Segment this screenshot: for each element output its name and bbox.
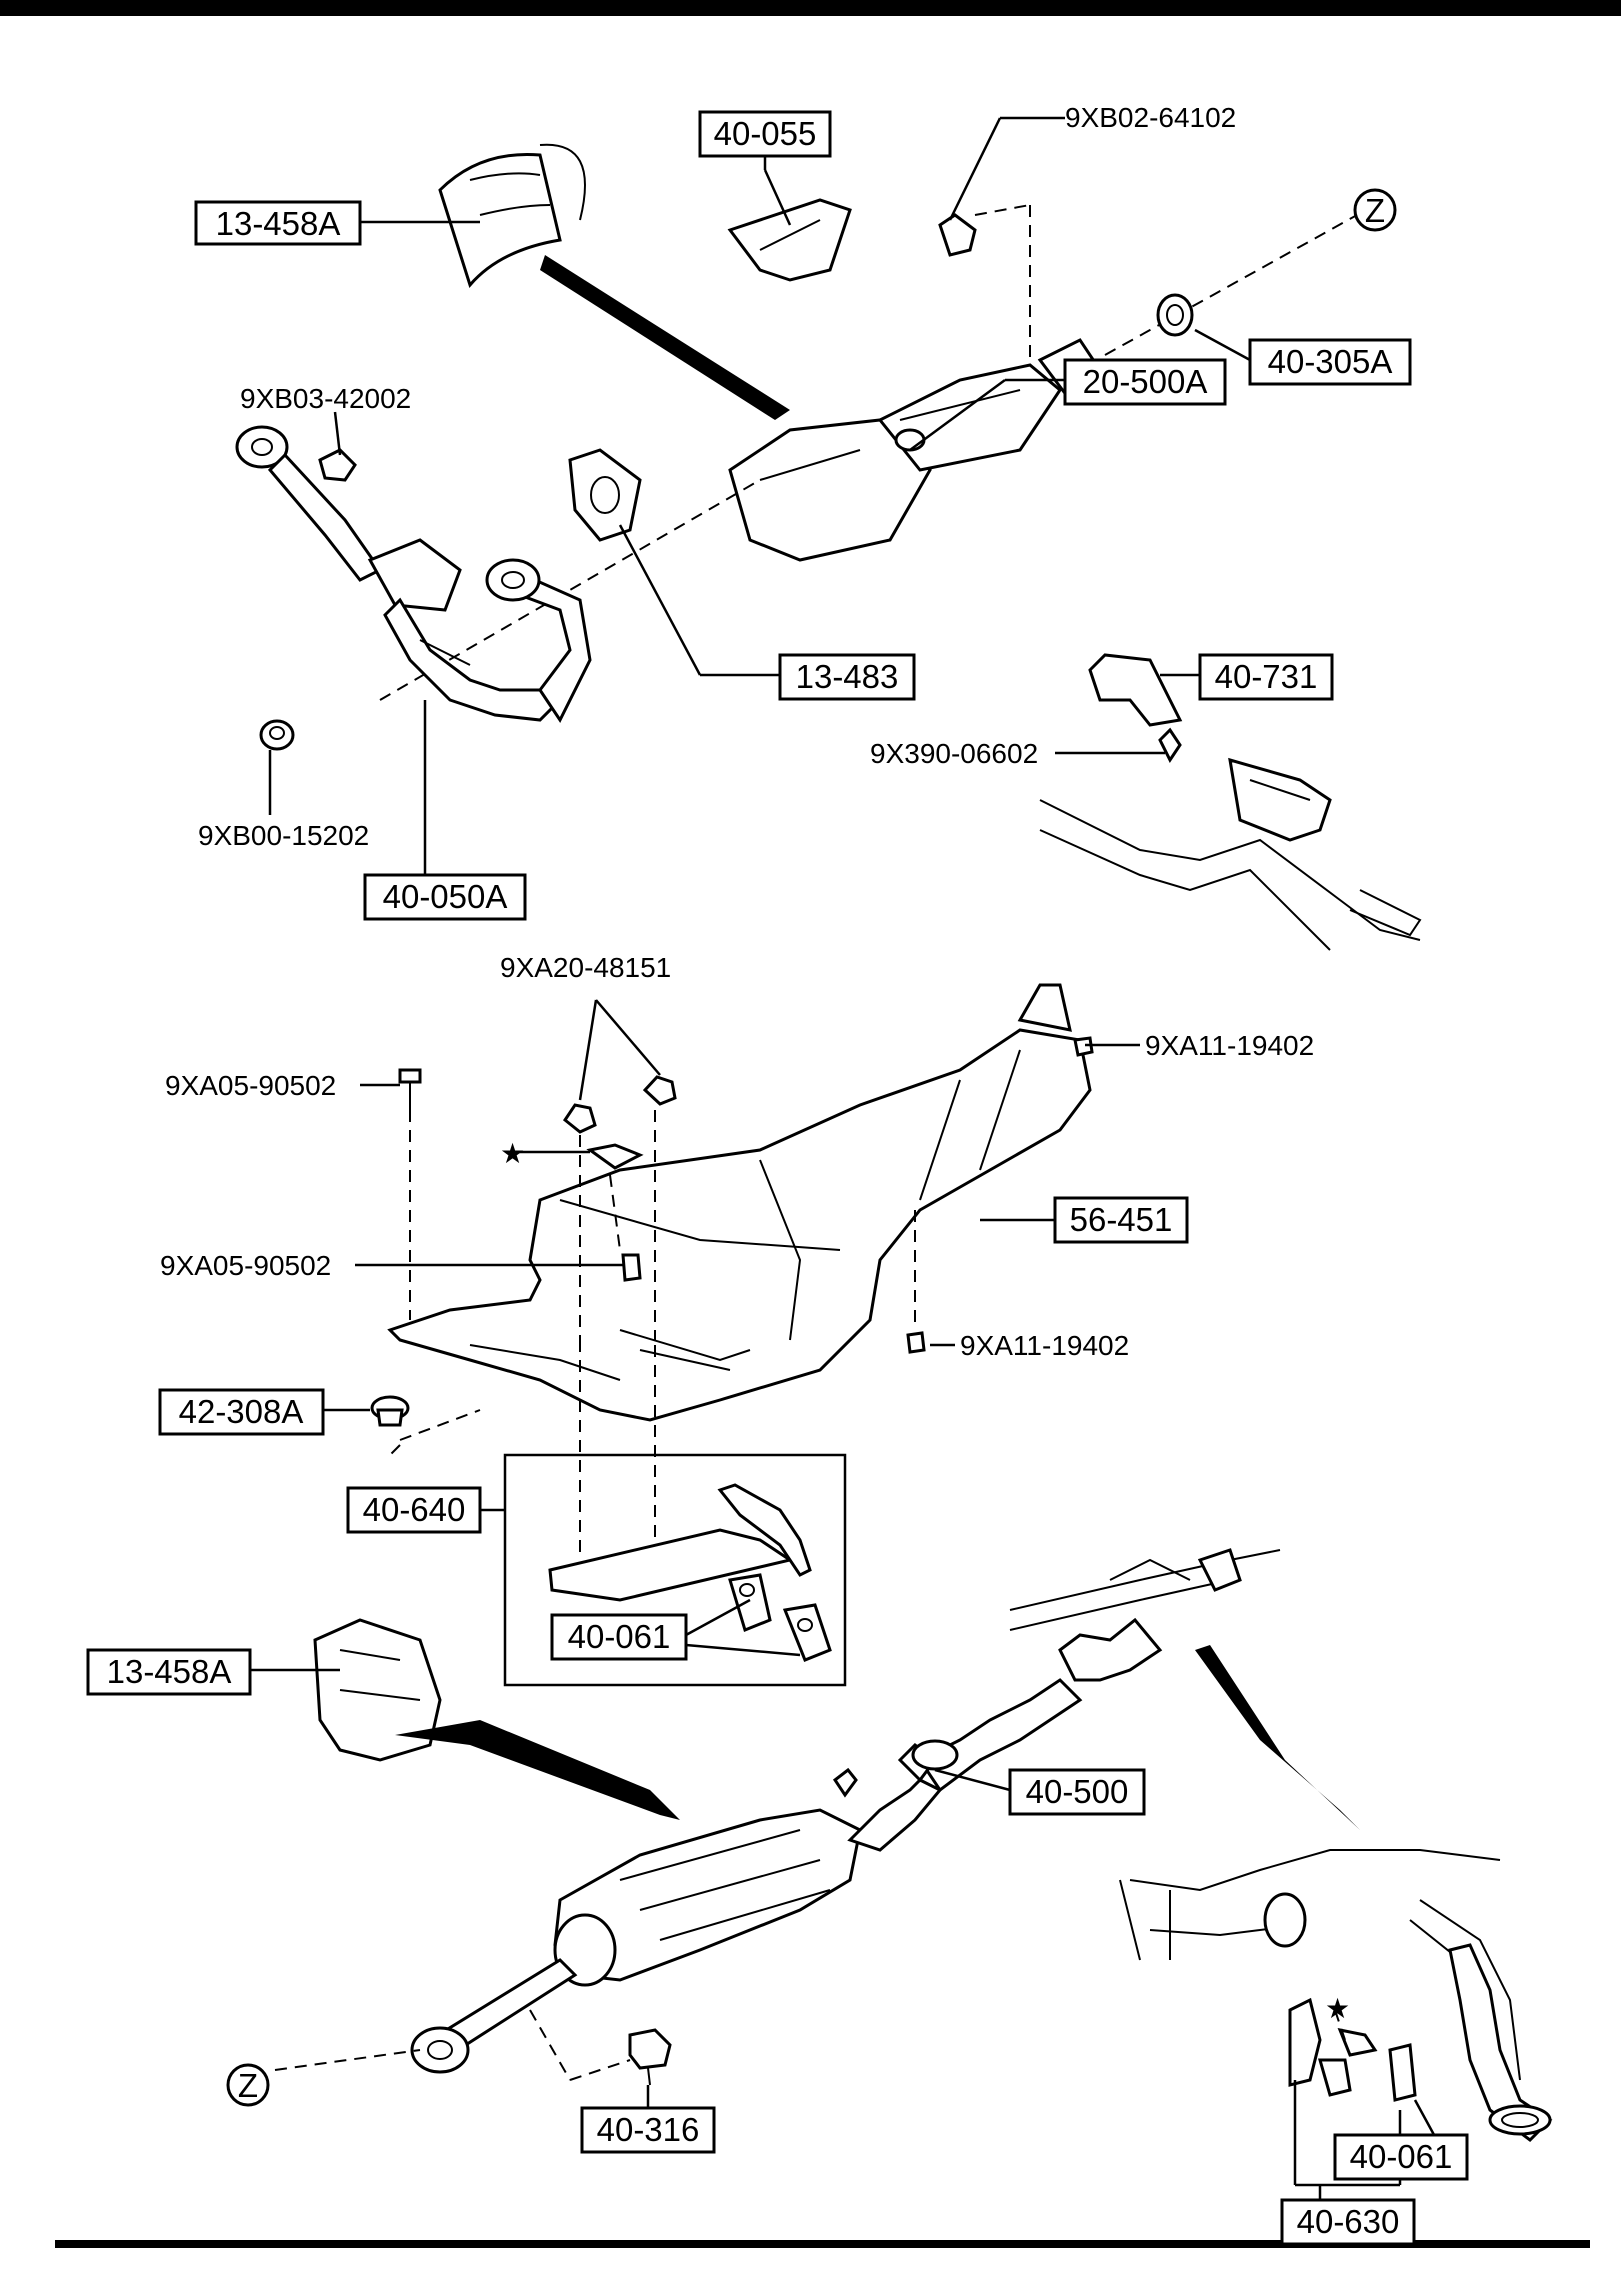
pipe-section-13-458A-bottom	[313, 1618, 680, 1820]
bolt-9xb03	[318, 448, 357, 482]
callout-text-40-640: 40-640	[363, 1491, 466, 1528]
callout-text-56-451: 56-451	[1070, 1201, 1173, 1238]
bolt-9xa05-mid	[621, 1253, 642, 1282]
bottom-border-bar	[55, 2240, 1590, 2248]
callout-40-640: 40-640	[346, 1486, 482, 1534]
callout-text-40-630: 40-630	[1297, 2203, 1400, 2240]
label-star-right: ★	[1325, 1993, 1350, 2024]
top-border-bar	[0, 0, 1621, 16]
bolt-9xa11-top	[1073, 1036, 1094, 1057]
callout-56-451: 56-451	[1053, 1196, 1189, 1244]
connection-marker-z-top: Z	[1353, 188, 1397, 232]
callout-40-305A: 40-305A	[1248, 338, 1412, 386]
callout-text-13-483: 13-483	[796, 658, 899, 695]
callout-text-40-055: 40-055	[714, 115, 817, 152]
callout-40-061-mid: 40-061	[550, 1613, 688, 1661]
callout-text-42-308A: 42-308A	[179, 1393, 304, 1430]
callout-text-13-458A-bottom: 13-458A	[107, 1653, 232, 1690]
bolt-9xa11-bot	[906, 1331, 926, 1354]
marker-z-top-text: Z	[1365, 192, 1385, 229]
bracket-40-731	[1088, 653, 1183, 763]
label-9xb00-15202: 9XB00-15202	[198, 820, 369, 851]
callout-40-061-bottom: 40-061	[1333, 2133, 1469, 2181]
catalytic-converter-20-500A	[728, 338, 1102, 562]
leader-lines	[250, 116, 1447, 2200]
sensor-40-316	[628, 2028, 672, 2086]
callout-text-40-500: 40-500	[1026, 1773, 1129, 1810]
callout-text-40-316: 40-316	[597, 2111, 700, 2148]
small-bracket-star	[586, 1143, 644, 1170]
heat-shield-56-451	[387, 983, 1092, 1422]
nut-9xb00	[259, 719, 295, 751]
callout-text-20-500A: 20-500A	[1083, 363, 1208, 400]
tail-pipe	[1448, 1943, 1553, 2142]
callout-40-630: 40-630	[1280, 2198, 1416, 2246]
frame-crossmember-bottom	[1119, 1849, 1521, 2081]
callout-20-500A: 20-500A	[1063, 358, 1227, 406]
label-9xa05-90502-mid: 9XA05-90502	[160, 1250, 331, 1281]
gasket-13-483	[568, 448, 642, 542]
connection-marker-z-bottom: Z	[226, 2063, 270, 2107]
muffler-40-500	[410, 1617, 1163, 2074]
hanger-assembly-40-630	[1288, 1997, 1417, 2102]
bracket-40-055	[727, 198, 852, 282]
frame-rail-bottom	[1009, 1548, 1360, 1830]
callout-text-40-061-mid: 40-061	[568, 1618, 671, 1655]
callout-13-458A-bottom: 13-458A	[86, 1648, 252, 1696]
label-star-left: ★	[500, 1138, 525, 1169]
callout-13-483: 13-483	[778, 653, 916, 701]
label-9xb02-64102: 9XB02-64102	[1065, 102, 1236, 133]
front-pipe-section-top	[438, 143, 790, 420]
callout-40-731: 40-731	[1198, 653, 1334, 701]
callout-42-308A: 42-308A	[158, 1388, 325, 1436]
label-9xa11-19402-top: 9XA11-19402	[1145, 1030, 1314, 1061]
callout-text-40-305A: 40-305A	[1268, 343, 1393, 380]
label-9xb03-42002: 9XB03-42002	[240, 383, 411, 414]
callout-40-055: 40-055	[698, 110, 832, 158]
plug-42-308A	[370, 1395, 410, 1427]
frame-crossmember-top	[1039, 757, 1422, 951]
label-9xa05-90502-top: 9XA05-90502	[165, 1070, 336, 1101]
bolt-9xb02	[938, 204, 1031, 360]
bolt-9xa05-top	[398, 1068, 422, 1110]
callout-13-458A-top: 13-458A	[194, 200, 362, 246]
front-pipe-40-050A	[235, 425, 592, 723]
label-9xa11-19402-bot: 9XA11-19402	[960, 1330, 1129, 1361]
gasket-40-305A	[1156, 293, 1194, 337]
callout-text-13-458A-top: 13-458A	[216, 205, 341, 242]
nuts-9xa20	[562, 999, 677, 1134]
callout-40-500: 40-500	[1008, 1768, 1146, 1816]
callout-40-316: 40-316	[580, 2106, 716, 2154]
marker-z-bottom-text: Z	[238, 2067, 258, 2104]
callout-text-40-061-bottom: 40-061	[1350, 2138, 1453, 2175]
callout-text-40-731: 40-731	[1215, 658, 1318, 695]
callout-text-40-050A: 40-050A	[383, 878, 508, 915]
label-9xa20-48151: 9XA20-48151	[500, 952, 671, 983]
label-9x390-06602: 9X390-06602	[870, 738, 1038, 769]
callout-40-050A: 40-050A	[363, 873, 527, 921]
bracket-assembly-40-640-box	[503, 1453, 847, 1687]
